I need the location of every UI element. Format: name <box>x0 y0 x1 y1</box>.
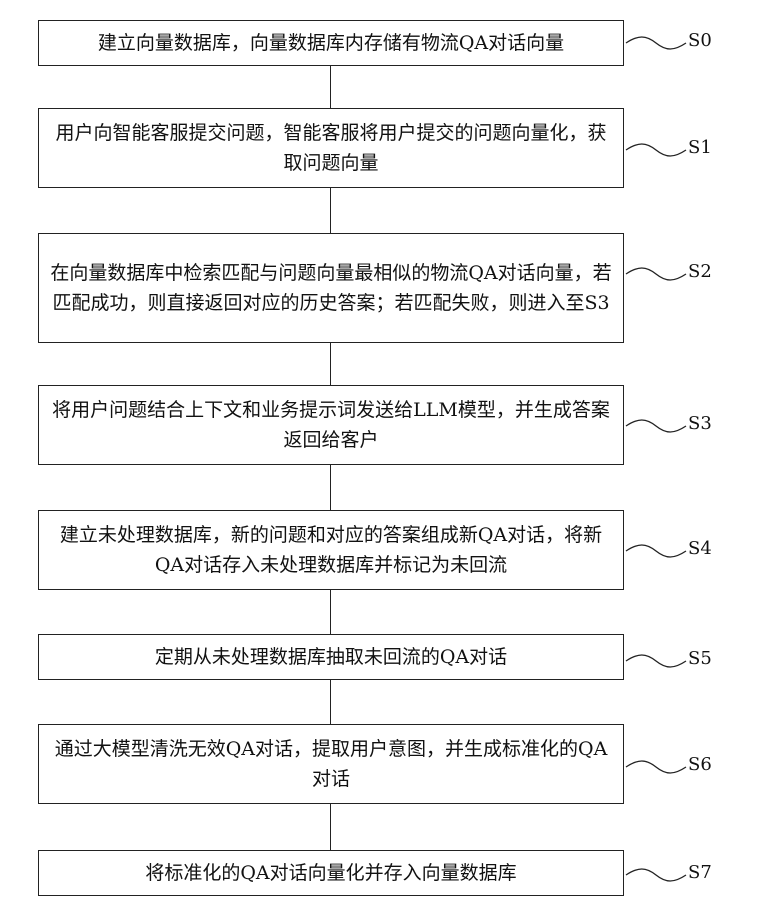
step-label-s1: S1 <box>688 137 712 158</box>
step-text-s5: 定期从未处理数据库抽取未回流的QA对话 <box>155 642 507 672</box>
connector-s3-s4 <box>330 465 331 510</box>
step-text-s0: 建立向量数据库，向量数据库内存储有物流QA对话向量 <box>98 28 564 58</box>
step-label-s7: S7 <box>688 862 712 883</box>
step-text-s3: 将用户问题结合上下文和业务提示词发送给LLM模型，并生成答案返回给客户 <box>47 395 615 455</box>
step-box-s6: 通过大模型清洗无效QA对话，提取用户意图，并生成标准化的QA对话 <box>38 724 624 804</box>
step-box-s2: 在向量数据库中检索匹配与问题向量最相似的物流QA对话向量，若匹配成功，则直接返回… <box>38 233 624 343</box>
step-label-s5: S5 <box>688 648 712 669</box>
step-label-s4: S4 <box>688 538 712 559</box>
step-text-s1: 用户向智能客服提交问题，智能客服将用户提交的问题向量化，获取问题向量 <box>47 118 615 178</box>
leader-line-s7 <box>624 865 688 885</box>
step-label-s6: S6 <box>688 754 712 775</box>
leader-line-s5 <box>624 651 688 671</box>
connector-s0-s1 <box>330 66 331 108</box>
connector-s4-s5 <box>330 590 331 634</box>
step-box-s3: 将用户问题结合上下文和业务提示词发送给LLM模型，并生成答案返回给客户 <box>38 385 624 465</box>
connector-s5-s6 <box>330 680 331 724</box>
step-text-s6: 通过大模型清洗无效QA对话，提取用户意图，并生成标准化的QA对话 <box>47 734 615 794</box>
leader-line-s2 <box>624 264 688 284</box>
step-label-s0: S0 <box>688 30 712 51</box>
connector-s2-s3 <box>330 343 331 385</box>
step-text-s7: 将标准化的QA对话向量化并存入向量数据库 <box>145 858 516 888</box>
step-label-s2: S2 <box>688 261 712 282</box>
step-box-s5: 定期从未处理数据库抽取未回流的QA对话 <box>38 634 624 680</box>
step-label-s3: S3 <box>688 413 712 434</box>
leader-line-s1 <box>624 140 688 160</box>
leader-line-s3 <box>624 416 688 436</box>
connector-s6-s7 <box>330 804 331 850</box>
leader-line-s0 <box>624 33 688 53</box>
step-box-s0: 建立向量数据库，向量数据库内存储有物流QA对话向量 <box>38 20 624 66</box>
leader-line-s6 <box>624 757 688 777</box>
step-box-s7: 将标准化的QA对话向量化并存入向量数据库 <box>38 850 624 896</box>
step-box-s4: 建立未处理数据库，新的问题和对应的答案组成新QA对话，将新QA对话存入未处理数据… <box>38 510 624 590</box>
step-box-s1: 用户向智能客服提交问题，智能客服将用户提交的问题向量化，获取问题向量 <box>38 108 624 188</box>
leader-line-s4 <box>624 541 688 561</box>
step-text-s4: 建立未处理数据库，新的问题和对应的答案组成新QA对话，将新QA对话存入未处理数据… <box>47 520 615 580</box>
step-text-s2: 在向量数据库中检索匹配与问题向量最相似的物流QA对话向量，若匹配成功，则直接返回… <box>47 258 615 318</box>
connector-s1-s2 <box>330 188 331 233</box>
